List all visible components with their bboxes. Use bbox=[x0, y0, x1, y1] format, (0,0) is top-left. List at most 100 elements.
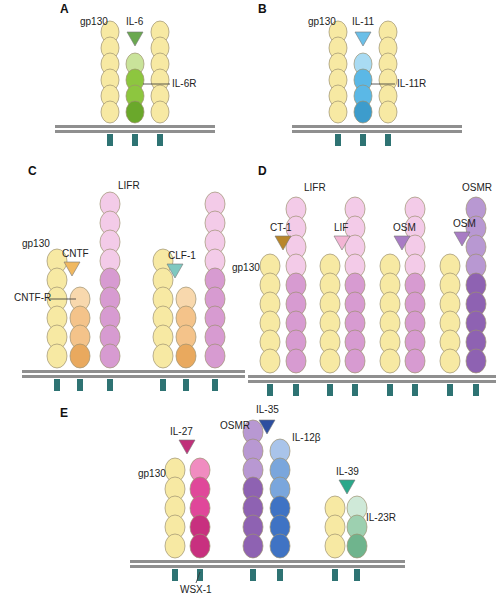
panel-letter: C bbox=[28, 164, 37, 178]
panel-letter: D bbox=[258, 164, 267, 178]
membrane-line bbox=[248, 380, 496, 383]
cytoplasmic-tail bbox=[352, 384, 358, 396]
cytoplasmic-tail bbox=[132, 134, 138, 146]
receptor-domain bbox=[379, 101, 397, 123]
cytokine-triangle bbox=[454, 232, 470, 246]
membrane-line bbox=[22, 370, 245, 373]
receptor-domain bbox=[243, 534, 263, 558]
cytoplasmic-tail bbox=[412, 384, 418, 396]
cytokine-triangle bbox=[179, 440, 195, 454]
receptor-domain bbox=[260, 349, 280, 373]
molecule-label: IL-11R bbox=[397, 78, 426, 90]
receptor-domain bbox=[440, 349, 460, 373]
cytoplasmic-tail bbox=[172, 569, 178, 581]
molecule-label: IL-35 bbox=[256, 404, 279, 416]
cytokine-triangle bbox=[275, 236, 291, 250]
cytoplasmic-tail bbox=[77, 379, 83, 391]
molecule-label: OSM bbox=[453, 218, 476, 230]
leader-lines bbox=[50, 84, 395, 583]
receptor-domain bbox=[380, 349, 400, 373]
cytokine-triangle bbox=[259, 420, 275, 434]
receptor-chains bbox=[47, 21, 486, 558]
cytoplasmic-tail bbox=[107, 134, 113, 146]
molecule-label: IL-23R bbox=[366, 512, 396, 524]
molecule-label: IL-11 bbox=[352, 16, 374, 28]
molecule-label: CNTF-R bbox=[14, 292, 51, 304]
receptor-domain bbox=[190, 534, 210, 558]
leader-line bbox=[50, 299, 76, 300]
receptor-domain bbox=[345, 349, 365, 373]
receptor-domain bbox=[329, 101, 347, 123]
membrane-line bbox=[248, 375, 496, 378]
cytoplasmic-tail bbox=[183, 379, 189, 391]
cytoplasmic-tail bbox=[250, 569, 256, 581]
cytoplasmic-tail bbox=[54, 379, 60, 391]
membrane-line bbox=[55, 125, 215, 128]
molecule-label: CT-1 bbox=[270, 222, 292, 234]
cytokine-triangle bbox=[127, 32, 143, 46]
cytokine-triangle bbox=[394, 236, 410, 250]
cytokine-triangle bbox=[339, 480, 355, 494]
molecule-label: CLF-1 bbox=[168, 250, 196, 262]
molecule-label: IL-27 bbox=[170, 426, 193, 438]
molecule-label: IL-12β bbox=[292, 432, 321, 444]
cytoplasmic-tail bbox=[335, 134, 341, 146]
cytoplasmic-tail bbox=[354, 569, 360, 581]
molecule-label: IL-6 bbox=[126, 16, 143, 28]
membrane-line bbox=[292, 130, 462, 133]
molecule-label: IL-39 bbox=[336, 466, 359, 478]
receptor-domain bbox=[153, 344, 173, 368]
molecule-label: gp130 bbox=[22, 238, 50, 250]
cytoplasmic-tail bbox=[267, 384, 273, 396]
cytokine-triangle bbox=[167, 264, 183, 278]
molecule-label: IL-6R bbox=[172, 78, 196, 90]
molecule-label: OSM bbox=[393, 222, 416, 234]
molecule-label: OSMR bbox=[220, 420, 250, 432]
leader-line bbox=[143, 84, 170, 85]
cytoplasmic-tail bbox=[332, 569, 338, 581]
receptor-domain bbox=[205, 344, 225, 368]
cytokine-triangle bbox=[334, 236, 350, 250]
molecule-label: gp130 bbox=[138, 468, 166, 480]
molecule-label: WSX-1 bbox=[180, 584, 212, 596]
receptor-domain bbox=[176, 344, 196, 368]
molecule-label: CNTF bbox=[62, 248, 89, 260]
cytoplasmic-tail bbox=[277, 569, 283, 581]
receptor-domain bbox=[286, 349, 306, 373]
leader-line bbox=[196, 572, 200, 583]
cytoplasmic-tail bbox=[387, 384, 393, 396]
molecule-label: gp130 bbox=[80, 16, 108, 28]
receptor-domain bbox=[151, 101, 169, 123]
panel-letter: E bbox=[60, 406, 68, 420]
cytoplasmic-tail bbox=[197, 569, 203, 581]
membranes bbox=[22, 125, 496, 568]
cytoplasmic-tail bbox=[385, 134, 391, 146]
molecule-label: gp130 bbox=[232, 262, 260, 274]
cytokine-triangle bbox=[64, 262, 80, 276]
molecule-label: LIFR bbox=[304, 182, 326, 194]
receptor-domain bbox=[347, 534, 367, 558]
panel-letter: B bbox=[258, 2, 267, 16]
panel-letter: A bbox=[60, 2, 69, 16]
receptor-domain bbox=[165, 534, 185, 558]
cytoplasmic-tail bbox=[107, 379, 113, 391]
receptor-domain bbox=[47, 344, 67, 368]
cytoplasmic-tail bbox=[447, 384, 453, 396]
molecule-label: gp130 bbox=[308, 16, 336, 28]
membrane-line bbox=[130, 560, 405, 563]
molecule-label: LIFR bbox=[118, 180, 140, 192]
cytoplasmic-tail bbox=[327, 384, 333, 396]
receptor-domain bbox=[126, 101, 144, 123]
receptor-domain bbox=[320, 349, 340, 373]
receptor-domain bbox=[325, 534, 345, 558]
receptor-domain bbox=[405, 349, 425, 373]
cytoplasmic-tail bbox=[293, 384, 299, 396]
receptor-domain bbox=[101, 101, 119, 123]
receptor-domain bbox=[354, 101, 372, 123]
cytoplasmic-tail bbox=[160, 379, 166, 391]
receptor-domain bbox=[270, 534, 290, 558]
cytoplasmic-tail bbox=[212, 379, 218, 391]
membrane-line bbox=[292, 125, 462, 128]
